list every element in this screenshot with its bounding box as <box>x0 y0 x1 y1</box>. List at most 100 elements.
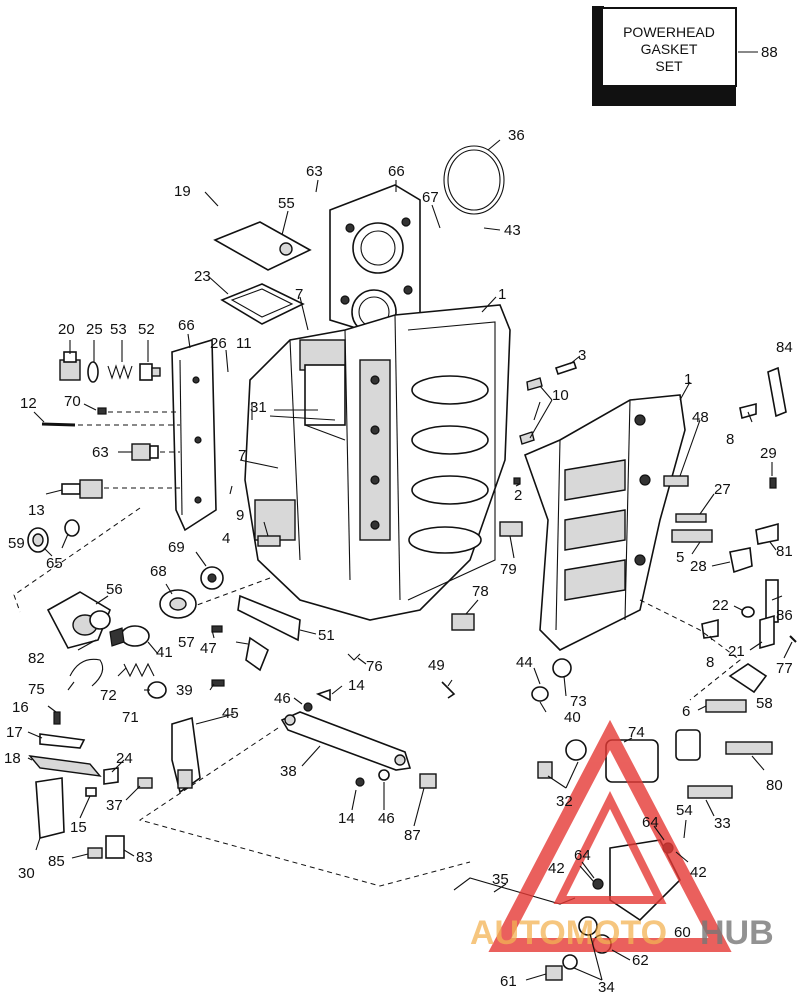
part-87-bushing <box>419 773 437 789</box>
part-72-spring <box>123 662 155 678</box>
callout-47: 47 <box>200 640 217 657</box>
callout-79: 79 <box>500 561 517 578</box>
callout-14-bottom: 14 <box>338 810 355 827</box>
part-45-block <box>177 769 193 789</box>
part-28-fitting <box>729 547 753 574</box>
part-8-fitting-upper <box>739 402 757 420</box>
crankcase-block-left <box>244 304 511 621</box>
part-32-bolt <box>537 761 553 779</box>
part-38-throttle-arm <box>280 711 412 771</box>
callout-44: 44 <box>516 654 533 671</box>
part-36-o-ring <box>443 145 505 215</box>
callout-14-top: 14 <box>348 677 365 694</box>
part-65-o-ring <box>64 519 80 537</box>
callout-10: 10 <box>552 387 569 404</box>
part-10-pin-upper <box>526 377 543 391</box>
part-29-screw <box>769 477 777 489</box>
callout-73: 73 <box>570 693 587 710</box>
callout-33: 33 <box>714 815 731 832</box>
callout-34: 34 <box>598 979 615 993</box>
callout-68: 68 <box>150 563 167 580</box>
callout-19: 19 <box>174 183 191 200</box>
part-69-washer <box>200 566 224 590</box>
callout-42-left: 42 <box>548 860 565 877</box>
gasket-set-box-shadow <box>592 84 736 106</box>
part-84-hose <box>767 366 787 418</box>
callout-27: 27 <box>714 481 731 498</box>
callout-70: 70 <box>64 393 81 410</box>
gasket-set-line-2: GASKET <box>641 41 698 57</box>
callout-59: 59 <box>8 535 25 552</box>
callout-83: 83 <box>136 849 153 866</box>
callout-39: 39 <box>176 682 193 699</box>
part-5-bolt <box>671 529 713 543</box>
callout-51: 51 <box>318 627 335 644</box>
part-17-link <box>39 733 86 749</box>
callout-labels: 36 63 66 67 43 19 55 23 7 1 20 25 53 52 … <box>4 127 793 993</box>
part-49-clip <box>441 681 456 699</box>
callout-67: 67 <box>422 189 439 206</box>
part-23-gasket <box>220 283 305 325</box>
part-76-clip <box>347 653 361 661</box>
part-4-shaft <box>257 535 281 547</box>
part-77-pin <box>789 635 797 643</box>
callout-53: 53 <box>110 321 127 338</box>
callout-9: 9 <box>236 507 244 524</box>
part-12-pin <box>41 422 180 427</box>
crankcase-block-right <box>523 394 686 651</box>
callout-25: 25 <box>86 321 103 338</box>
callout-78: 78 <box>472 583 489 600</box>
callout-1-top: 1 <box>498 286 506 303</box>
callout-77: 77 <box>776 660 793 677</box>
callout-69: 69 <box>168 539 185 556</box>
callout-40: 40 <box>564 709 581 726</box>
callout-71: 71 <box>122 709 139 726</box>
part-66-head-cover <box>329 184 421 341</box>
part-21-fitting <box>759 614 775 650</box>
part-15-screw <box>85 787 97 797</box>
part-25-washer <box>87 361 99 383</box>
callout-85: 85 <box>48 853 65 870</box>
part-47-bracket <box>245 636 269 672</box>
part-75-hose-clamp <box>69 658 104 687</box>
callout-80: 80 <box>766 777 783 794</box>
part-80-bolt <box>725 741 773 755</box>
callout-30: 30 <box>18 865 35 882</box>
callout-56: 56 <box>106 581 123 598</box>
part-71-washer <box>147 681 167 699</box>
part-33-bolt <box>687 785 733 799</box>
part-40-washer <box>531 686 549 702</box>
callout-52: 52 <box>138 321 155 338</box>
part-16-screw <box>53 711 61 725</box>
callout-41: 41 <box>156 644 173 661</box>
part-37-screw <box>137 777 153 789</box>
callout-22: 22 <box>712 597 729 614</box>
callout-35: 35 <box>492 871 509 888</box>
part-30-bracket <box>35 777 65 840</box>
part-13-spark-plug <box>61 479 180 499</box>
part-51-link <box>237 594 301 642</box>
part-46-washer-lower <box>378 769 390 781</box>
part-34-washer <box>562 954 578 970</box>
callout-6: 6 <box>682 703 690 720</box>
gasket-set-line-3: SET <box>655 58 683 74</box>
callout-43: 43 <box>504 222 521 239</box>
part-46-washer-upper <box>303 702 313 712</box>
callout-86: 86 <box>776 607 793 624</box>
part-85-screw <box>87 847 103 859</box>
callout-7-top: 7 <box>295 286 303 303</box>
part-42-nut-left <box>592 878 604 890</box>
part-52-plunger <box>139 363 161 381</box>
callout-20: 20 <box>58 321 75 338</box>
outline-lower <box>138 727 471 887</box>
watermark-word-b: HUB <box>700 914 774 952</box>
part-53-spring <box>107 364 133 380</box>
outline-left-upper <box>13 507 141 613</box>
part-14-clip-upper <box>315 688 331 702</box>
callout-74: 74 <box>628 724 645 741</box>
callout-12: 12 <box>20 395 37 412</box>
part-58-mount <box>728 663 768 694</box>
callout-63-left: 63 <box>92 444 109 461</box>
callout-72: 72 <box>100 687 117 704</box>
callout-1-right: 1 <box>684 371 692 388</box>
